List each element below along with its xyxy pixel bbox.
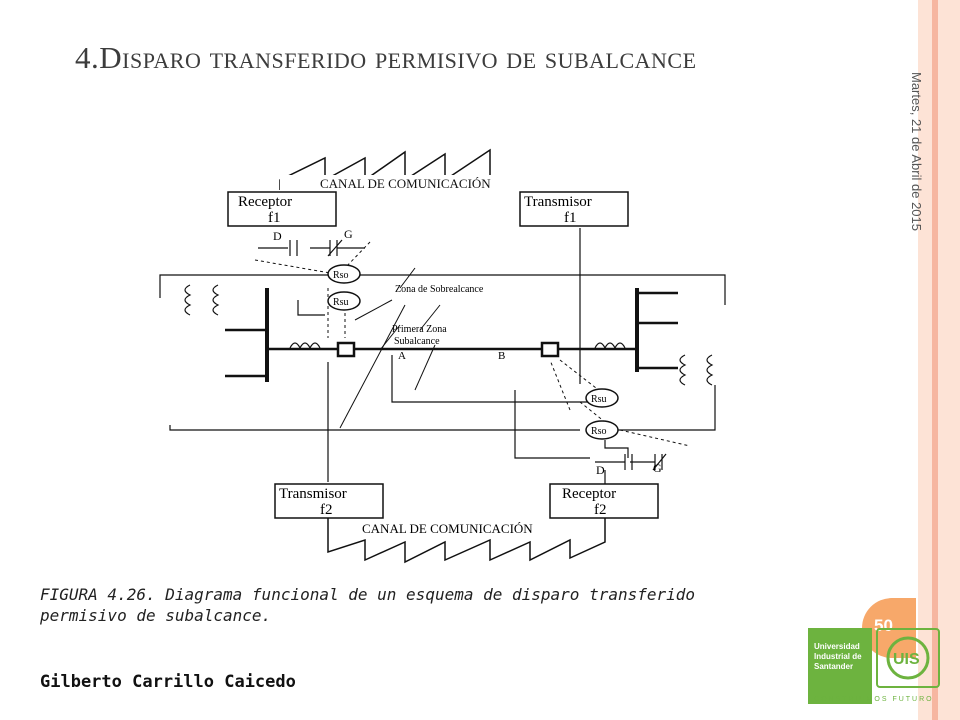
protection-scheme-diagram: CANAL DE COMUNICACIÓN Receptor f1 Transm… xyxy=(159,148,726,564)
label-primera-zona-2: Subalcance xyxy=(394,336,440,347)
decor-stripe-light-2 xyxy=(938,0,960,720)
label-g-top: G xyxy=(344,227,353,241)
title-lead: 4.D xyxy=(75,40,123,75)
author-name: Gilberto Carrillo Caicedo xyxy=(40,672,296,692)
relay-rso-right-label: Rso xyxy=(591,426,607,437)
logo-tagline: CONSTRUIMOS FUTURO xyxy=(814,696,934,703)
transmisor-bottom-line1: Transmisor xyxy=(279,486,347,502)
label-d-bottom: D xyxy=(596,463,605,477)
label-point-b: B xyxy=(498,350,505,362)
figure-caption: FIGURA 4.26. Diagrama funcional de un es… xyxy=(40,584,890,626)
label-d-top: D xyxy=(273,229,282,243)
logo-line1: Universidad xyxy=(814,642,860,651)
slide-date: Martes, 21 de Abril de 2015 xyxy=(909,72,924,231)
decor-stripe-light xyxy=(918,0,932,720)
receptor-bottom-line1: Receptor xyxy=(562,486,616,502)
logo-line3: Santander xyxy=(814,662,854,671)
transmisor-top-box xyxy=(519,191,629,227)
relay-rsu-left-label: Rsu xyxy=(333,297,349,308)
relay-rsu-left xyxy=(327,291,361,311)
logo-mark: UIS xyxy=(876,628,940,688)
logo-name-block: Universidad Industrial de Santander xyxy=(808,628,872,704)
relay-rsu-right-label: Rsu xyxy=(591,394,607,405)
label-point-a: A xyxy=(398,350,406,362)
channel-top-label: CANAL DE COMUNICACIÓN xyxy=(320,176,491,191)
logo-mark-text: UIS xyxy=(893,651,920,668)
receptor-bottom-box xyxy=(549,483,659,519)
label-g-bottom: G xyxy=(653,461,662,475)
receptor-top-box xyxy=(227,191,337,227)
title-rest: isparo transferido permisivo de subalcan… xyxy=(122,40,697,75)
breaker-a xyxy=(336,341,356,358)
caption-line2: permisivo de subalcance. xyxy=(40,606,272,625)
transmisor-top-line2: f1 xyxy=(564,210,577,226)
relay-rsu-right xyxy=(585,388,619,408)
channel-top-box xyxy=(280,175,545,193)
relay-rso-left-label: Rso xyxy=(333,270,349,281)
transmisor-top-line1: Transmisor xyxy=(524,194,592,210)
uis-logo: Universidad Industrial de Santander UIS … xyxy=(808,628,942,706)
label-zona-sobrealcance: Zona de Sobrealcance xyxy=(395,284,484,295)
channel-bottom-label: CANAL DE COMUNICACIÓN xyxy=(362,521,533,536)
channel-bottom-zigzag xyxy=(327,518,606,564)
logo-line2: Industrial de xyxy=(814,652,862,661)
label-primera-zona-1: Primera Zona xyxy=(392,324,447,335)
breaker-b xyxy=(540,341,560,358)
slide-title: 4.Disparo transferido permisivo de subal… xyxy=(75,40,697,76)
decor-stripe-dark xyxy=(932,0,938,720)
receptor-top-line2: f1 xyxy=(268,210,281,226)
transmisor-bottom-box xyxy=(274,483,384,519)
receptor-bottom-line2: f2 xyxy=(594,502,607,518)
transmisor-bottom-line2: f2 xyxy=(320,502,333,518)
receptor-top-line1: Receptor xyxy=(238,194,292,210)
relay-rso-right xyxy=(585,420,619,440)
relay-rso-left xyxy=(327,264,361,284)
caption-line1: FIGURA 4.26. Diagrama funcional de un es… xyxy=(40,585,696,604)
